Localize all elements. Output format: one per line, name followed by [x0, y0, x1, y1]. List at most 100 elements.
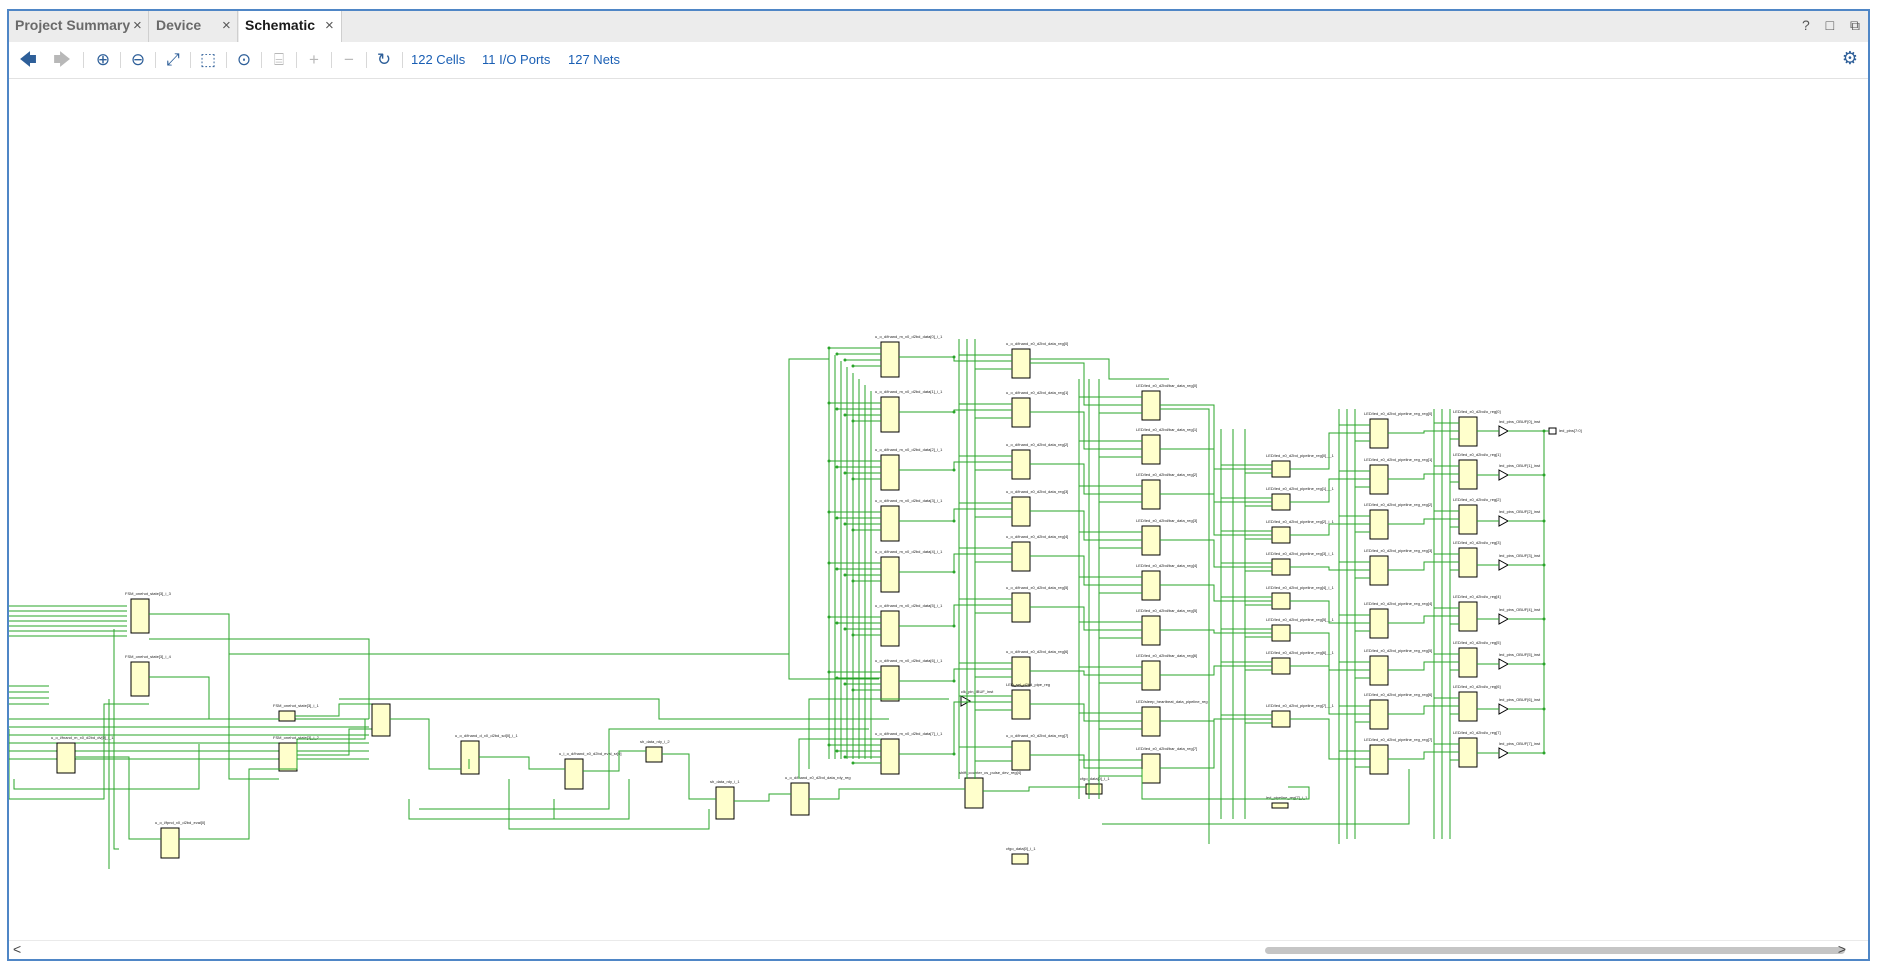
cells-link[interactable]: 122 Cells [411, 52, 466, 67]
cell-label[interactable]: LED/led_x0_d2bd/o_reg[6] [1453, 684, 1501, 689]
wire-junction[interactable] [952, 355, 956, 359]
wire-junction[interactable] [827, 561, 831, 565]
expand-cell-icon[interactable]: ⌸ [273, 50, 285, 69]
wire[interactable] [899, 356, 1012, 362]
output-port-label[interactable]: led_pins[7:0] [1559, 428, 1582, 433]
wire-junction[interactable] [835, 567, 839, 571]
wire[interactable] [899, 409, 1012, 413]
wire-junction[interactable] [952, 679, 956, 683]
cell-label[interactable]: led_pipeline_reg[7]_i_1 [1266, 795, 1308, 800]
wire[interactable] [390, 718, 461, 770]
cell-label[interactable]: LED/led_x0_d2bd/o_reg[5] [1453, 640, 1501, 645]
cell-label[interactable]: LED/led_x0_d2bd_pipeline_reg_reg[6] [1364, 692, 1432, 697]
wire[interactable] [1290, 432, 1370, 470]
cell-label[interactable]: u_o_d/fnand_m_x0_d2bd_data[1]_i_1 [875, 389, 943, 394]
close-icon[interactable]: × [133, 17, 142, 34]
logic-cell[interactable] [1011, 496, 1031, 527]
wire[interactable] [808, 698, 949, 769]
wire[interactable] [662, 753, 716, 800]
cell-label[interactable]: LED/led_x0_d2bd_pipeline_reg[4]_i_1 [1266, 585, 1335, 590]
wire-junction[interactable] [952, 570, 956, 574]
logic-cell[interactable] [880, 738, 900, 775]
tab-schematic[interactable]: Schematic × [239, 11, 342, 43]
cell-label[interactable]: u_i_o_d/fnand_x0_d2bd_eval_sr[0] [559, 751, 622, 756]
logic-cell[interactable] [1271, 802, 1289, 809]
logic-cell[interactable] [56, 742, 76, 774]
wire[interactable] [1030, 510, 1142, 541]
cell-label[interactable]: u_o_d/fnand_x0_d2bd_data_rdy_reg [785, 775, 851, 780]
logic-cell[interactable] [1458, 737, 1478, 768]
cell-label[interactable]: LED/sleep_heartbeat_data_pipeline_reg [1136, 699, 1208, 704]
cell-label[interactable]: LED/led_x0_d2bd/bar_data_reg[1] [1136, 427, 1197, 432]
cell-label[interactable]: led_pins_OBUF[3]_inst [1499, 553, 1541, 558]
wire[interactable] [149, 676, 279, 720]
wire[interactable] [1290, 523, 1370, 536]
wire-junction[interactable] [835, 676, 839, 680]
cell-label[interactable]: cfgo_data[0]_i_1 [1006, 846, 1036, 851]
cell-label[interactable]: led_pins_OBUF[0]_inst [1499, 419, 1541, 424]
logic-cell[interactable] [1458, 504, 1478, 535]
cell-label[interactable]: LED/led_x0_d2bd/o_reg[1] [1453, 452, 1501, 457]
logic-cell[interactable] [130, 661, 150, 697]
logic-cell[interactable] [1369, 464, 1389, 495]
cell-label[interactable]: FSM_onehot_state[3]_i_4 [125, 654, 172, 659]
wire-junction[interactable] [851, 579, 855, 583]
logic-cell[interactable] [1271, 592, 1291, 610]
logic-cell[interactable] [1369, 509, 1389, 540]
cell-label[interactable]: LED_sel_d2bd_pipe_reg [1006, 682, 1050, 687]
wire-junction[interactable] [827, 459, 831, 463]
remove-icon[interactable]: − [344, 50, 354, 69]
wire-junction[interactable] [835, 621, 839, 625]
wire-junction[interactable] [843, 471, 847, 475]
output-port[interactable] [1548, 427, 1557, 435]
wire-junction[interactable] [827, 346, 831, 350]
wire-junction[interactable] [843, 413, 847, 417]
cell-label[interactable]: LED/led_x0_d2bd_pipeline_reg_reg[2] [1364, 502, 1432, 507]
wire[interactable] [1030, 411, 1142, 450]
scroll-right-icon[interactable]: > [1837, 941, 1846, 957]
wire-junction[interactable] [851, 364, 855, 368]
logic-cell[interactable] [880, 454, 900, 491]
output-buffer[interactable] [1498, 658, 1510, 670]
cell-label[interactable]: u_o_d/fnand_m_x0_d2bd_data[5]_i_1 [875, 603, 943, 608]
logic-cell[interactable] [1141, 706, 1161, 737]
cell-label[interactable]: u_o_d/fnand_x0_d2bd_data_reg[7] [1006, 733, 1068, 738]
scroll-left-icon[interactable]: < [13, 941, 22, 957]
wire[interactable] [1388, 518, 1459, 525]
logic-cell[interactable] [1369, 555, 1389, 586]
wire-junction[interactable] [843, 573, 847, 577]
tab-project-summary[interactable]: Project Summary × [9, 11, 149, 42]
wire[interactable] [229, 653, 879, 680]
help-icon[interactable]: ? [1801, 17, 1810, 33]
wire[interactable] [1160, 404, 1272, 470]
logic-cell[interactable] [1141, 434, 1161, 465]
wire-junction[interactable] [827, 510, 831, 514]
wire[interactable] [339, 698, 889, 720]
wire-junction[interactable] [851, 688, 855, 692]
cell-label[interactable]: clk_pin_IBUF_inst [961, 689, 994, 694]
zoom-in-icon[interactable]: ⊕ [95, 50, 111, 69]
logic-cell[interactable] [278, 742, 298, 772]
wire-junction[interactable] [843, 682, 847, 686]
wire[interactable] [179, 719, 366, 840]
wire-junction[interactable] [827, 670, 831, 674]
wire-junction[interactable] [952, 519, 956, 523]
zoom-out-icon[interactable]: ⊖ [130, 50, 146, 69]
logic-cell[interactable] [1141, 753, 1161, 784]
logic-cell[interactable] [1369, 744, 1389, 775]
wire-junction[interactable] [952, 468, 956, 472]
logic-cell[interactable] [1085, 783, 1103, 795]
wire[interactable] [1030, 754, 1142, 769]
wire[interactable] [1388, 430, 1459, 434]
logic-cell[interactable] [880, 665, 900, 702]
wire-junction[interactable] [851, 761, 855, 765]
cell-label[interactable]: led_pins_OBUF[5]_inst [1499, 652, 1541, 657]
wire[interactable] [1290, 665, 1370, 715]
cell-label[interactable]: LED/led_x0_d2bd_pipeline_reg_reg[0] [1364, 411, 1432, 416]
wire[interactable] [1030, 555, 1142, 586]
wire-junction[interactable] [952, 752, 956, 756]
cell-label[interactable]: u_o_d/fnand_m_x0_d2bd_data[7]_i_1 [875, 731, 943, 736]
close-icon[interactable]: × [325, 17, 334, 34]
wire[interactable] [734, 793, 791, 802]
logic-cell[interactable] [1271, 493, 1291, 511]
